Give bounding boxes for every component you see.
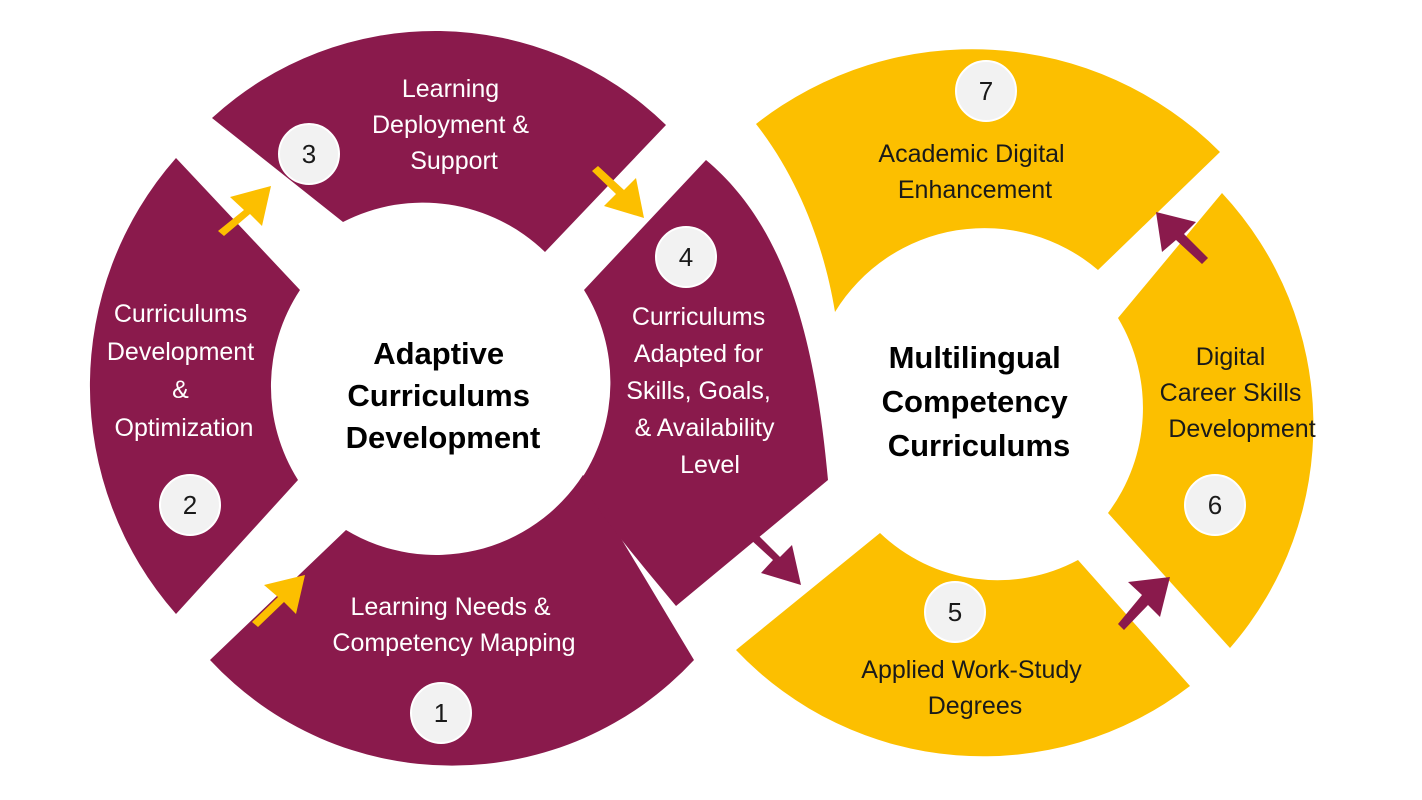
- arrow-2-to-3: [218, 186, 271, 236]
- step-6-line-3: Development: [1168, 415, 1315, 443]
- step-4-line-3: Skills, Goals,: [626, 377, 770, 405]
- step-6-line-1: Digital: [1196, 343, 1265, 371]
- step-4-line-5: Level: [680, 451, 740, 479]
- badge-4: 4: [655, 226, 717, 288]
- arrow-5-to-6: [1118, 577, 1170, 630]
- right-title-line-1: Multilingual: [889, 340, 1061, 375]
- right-title-line-3: Curriculums: [888, 428, 1071, 463]
- step-1-line-1: Learning Needs &: [350, 593, 550, 621]
- left-segment-2: [89, 158, 300, 614]
- badge-7-number: 7: [979, 76, 993, 106]
- left-title-line-3: Development: [346, 420, 541, 455]
- badge-2-number: 2: [183, 490, 197, 520]
- arrow-1-to-2: [252, 575, 305, 627]
- step-6-line-2: Career Skills: [1160, 379, 1302, 407]
- step-4-label: Curriculums Adapted for Skills, Goals, &…: [626, 303, 781, 479]
- badge-1-number: 1: [434, 698, 448, 728]
- step-5-line-1: Applied Work-Study: [861, 656, 1082, 684]
- right-segment-7: [756, 49, 1220, 312]
- badge-6: 6: [1184, 474, 1246, 536]
- arrow-4-to-5: [750, 533, 801, 585]
- step-2-label: Curriculums Development & Optimization: [107, 300, 261, 442]
- step-2-line-1: Curriculums: [114, 300, 247, 328]
- left-title-line-2: Curriculums: [347, 378, 530, 413]
- left-segment-4: [582, 160, 828, 606]
- step-7-label: Academic Digital Enhancement: [878, 140, 1071, 204]
- right-segment-6: [1108, 193, 1314, 648]
- step-3-line-3: Support: [410, 147, 498, 175]
- badge-1: 1: [410, 682, 472, 744]
- step-3-line-1: Learning: [402, 75, 499, 103]
- step-1-line-2: Competency Mapping: [332, 629, 575, 657]
- right-title-line-2: Competency: [882, 384, 1069, 419]
- left-title-line-1: Adaptive: [373, 336, 504, 371]
- left-segment-3: [212, 30, 666, 253]
- step-3-label: Learning Deployment & Support: [372, 75, 536, 175]
- right-segment-5: [736, 533, 1190, 757]
- badge-5-number: 5: [948, 597, 962, 627]
- step-4-line-2: Adapted for: [634, 340, 763, 368]
- step-5-label: Applied Work-Study Degrees: [861, 656, 1088, 720]
- step-6-label: Digital Career Skills Development: [1160, 343, 1316, 443]
- arrow-3-to-4: [592, 166, 644, 218]
- step-2-line-2: Development: [107, 338, 254, 366]
- step-4-line-1: Curriculums: [632, 303, 765, 331]
- badge-6-number: 6: [1208, 490, 1222, 520]
- right-center-title: Multilingual Competency Curriculums: [882, 340, 1077, 463]
- badge-3: 3: [278, 123, 340, 185]
- badge-7: 7: [955, 60, 1017, 122]
- step-3-line-2: Deployment &: [372, 111, 529, 139]
- badge-4-number: 4: [679, 242, 693, 272]
- step-2-line-3: &: [172, 376, 189, 404]
- step-5-line-2: Degrees: [928, 692, 1023, 720]
- badge-2: 2: [159, 474, 221, 536]
- badge-3-number: 3: [302, 139, 316, 169]
- step-7-line-2: Enhancement: [898, 176, 1052, 204]
- right-cycle: Applied Work-Study Degrees Digital Caree…: [736, 49, 1316, 757]
- step-7-line-1: Academic Digital: [878, 140, 1064, 168]
- left-center-title: Adaptive Curriculums Development: [346, 336, 541, 455]
- arrow-6-to-7: [1156, 212, 1208, 264]
- badge-5: 5: [924, 581, 986, 643]
- left-segment-1: [210, 475, 694, 766]
- left-cycle: Learning Needs & Competency Mapping Curr…: [89, 30, 828, 766]
- step-1-label: Learning Needs & Competency Mapping: [332, 593, 575, 657]
- step-2-line-4: Optimization: [115, 414, 254, 442]
- step-badges: 1 2 3 4 5 6 7: [159, 60, 1246, 744]
- step-4-line-4: & Availability: [635, 414, 775, 442]
